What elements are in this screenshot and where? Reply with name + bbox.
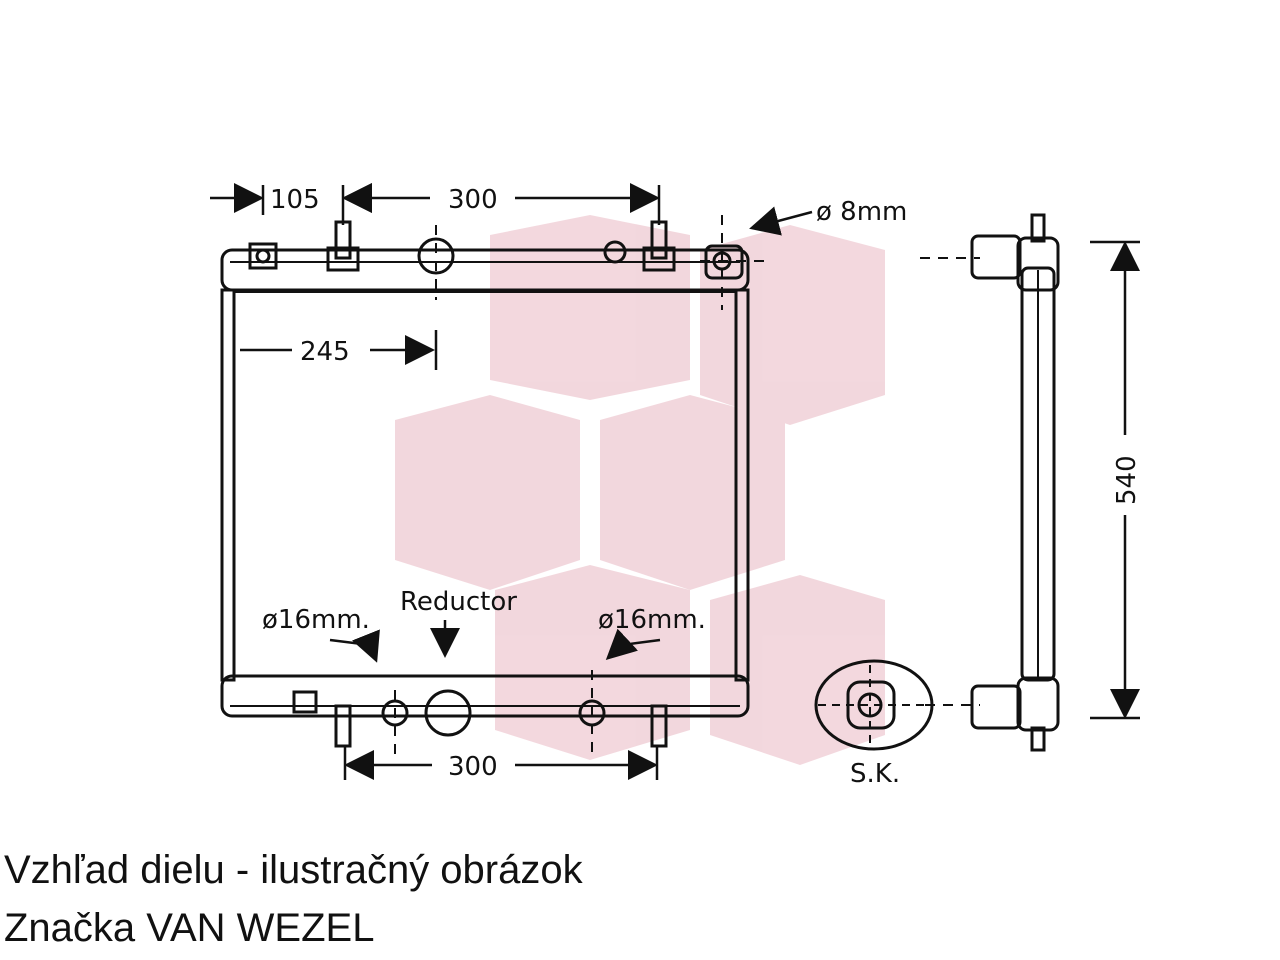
dim-bottom-spacing: 300 (448, 752, 498, 782)
caption-brand: Značka VAN WEZEL (4, 906, 375, 950)
left-pipe-diameter-label: ø16mm. (262, 605, 370, 635)
radiator-diagram: 105 300 245 300 540 ø 8mm ø16mm. Reducto… (210, 183, 1142, 789)
dim-top-offset: 105 (270, 185, 320, 215)
caption-illustration: Vzhľad dielu - ilustračný obrázok (4, 848, 583, 892)
reductor-label: Reductor (400, 587, 517, 617)
label-arrows (329, 206, 813, 663)
dim-height: 540 (1112, 455, 1142, 505)
dim-top-spacing: 300 (448, 185, 498, 215)
watermark-logo (395, 215, 885, 765)
radiator-front-view (220, 220, 750, 748)
radiator-side-view (970, 213, 1060, 752)
right-pipe-diameter-label: ø16mm. (598, 605, 706, 635)
dimension-lines (210, 183, 1140, 780)
sk-detail (814, 659, 934, 751)
dim-inlet-offset: 245 (300, 337, 350, 367)
vent-diameter-label: ø 8mm (816, 197, 907, 227)
sk-label: S.K. (850, 759, 900, 789)
